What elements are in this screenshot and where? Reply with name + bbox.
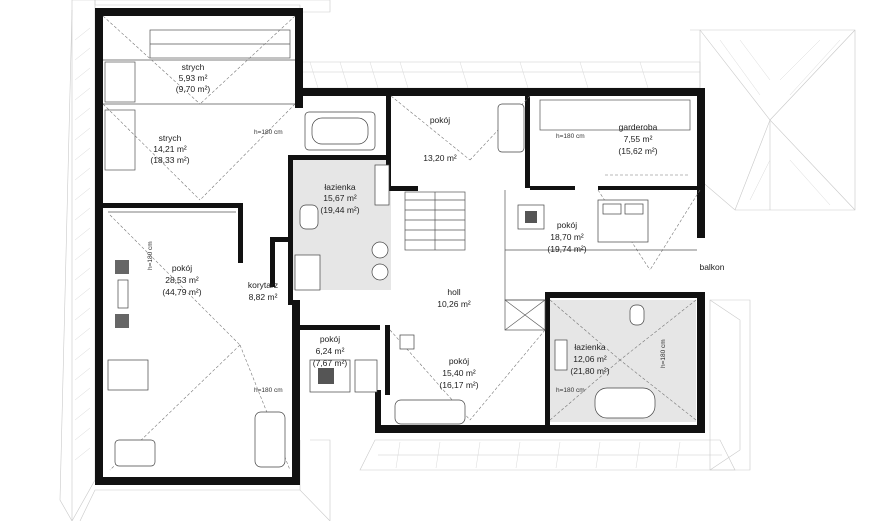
holl-area: 10,26 m² [437,299,471,309]
strych-top-name: strych [182,62,205,72]
pokoj-right-name: pokój [557,220,577,230]
strych-mid-name: strych [159,133,182,143]
pokoj-top-area: 13,20 m² [423,153,457,163]
strych-mid-area: 14,21 m² [153,144,187,154]
height-label-left: h=180 cm [254,387,283,394]
pokoj-small-area: 6,24 m² [316,346,345,356]
balkon-name: balkon [699,262,724,272]
pokoj-bottom-name: pokój [449,356,469,366]
height-label-garderoba: h=180 cm [556,133,585,140]
pokoj-right-area: 18,70 m² [550,232,584,242]
lazienka-top-area: 15,67 m² [323,193,357,203]
pokoj-small-name: pokój [320,334,340,344]
korytarz-area: 8,82 m² [249,292,278,302]
strych-top-area-gross: (9,70 m²) [176,84,211,94]
staircase [404,191,466,251]
strych-top-area: 5,93 m² [179,73,208,83]
exterior-walls [95,8,705,485]
lazienka-top-name: łazienka [324,182,355,192]
room-labels: strych 5,93 m² (9,70 m²) strych 14,21 m²… [150,62,724,390]
lazienka-right-area: 12,06 m² [573,354,607,364]
strych-mid-area-gross: (18,33 m²) [150,155,189,165]
interior-walls [103,96,700,395]
garderoba-area: 7,55 m² [624,134,653,144]
pokoj-bottom-area-gross: (16,17 m²) [439,380,478,390]
pokoj-small-area-gross: (7,67 m²) [313,358,348,368]
structure-lines [102,15,701,471]
fixtures [107,99,691,468]
garderoba-area-gross: (15,62 m²) [618,146,657,156]
pokoj-bottom-area: 15,40 m² [442,368,476,378]
pokoj-top-name: pokój [430,115,450,125]
height-label-strych: h=180 cm [254,129,283,136]
pokoj-right-area-gross: (19,74 m²) [547,244,586,254]
pokoj-left-area: 28,53 m² [165,275,199,285]
height-labels: h=180 cm h=180 cm h=180 cm h=180 cm h=18… [147,129,667,394]
lazienka-right-area-gross: (21,80 m²) [570,366,609,376]
pokoj-left-area-gross: (44,79 m²) [162,287,201,297]
lazienka-top-area-gross: (19,44 m²) [320,205,359,215]
lazienka-right-name: łazienka [574,342,605,352]
height-label-left-vertical: h=180 cm [147,241,154,270]
pokoj-left-name: pokój [172,263,192,273]
height-label-lazienka: h=180 cm [556,387,585,394]
garderoba-name: garderoba [619,122,658,132]
korytarz-name: korytarz [248,280,278,290]
holl-name: holl [447,287,460,297]
height-label-right-vertical: h=180 cm [660,339,667,368]
roof-outline [59,0,856,521]
